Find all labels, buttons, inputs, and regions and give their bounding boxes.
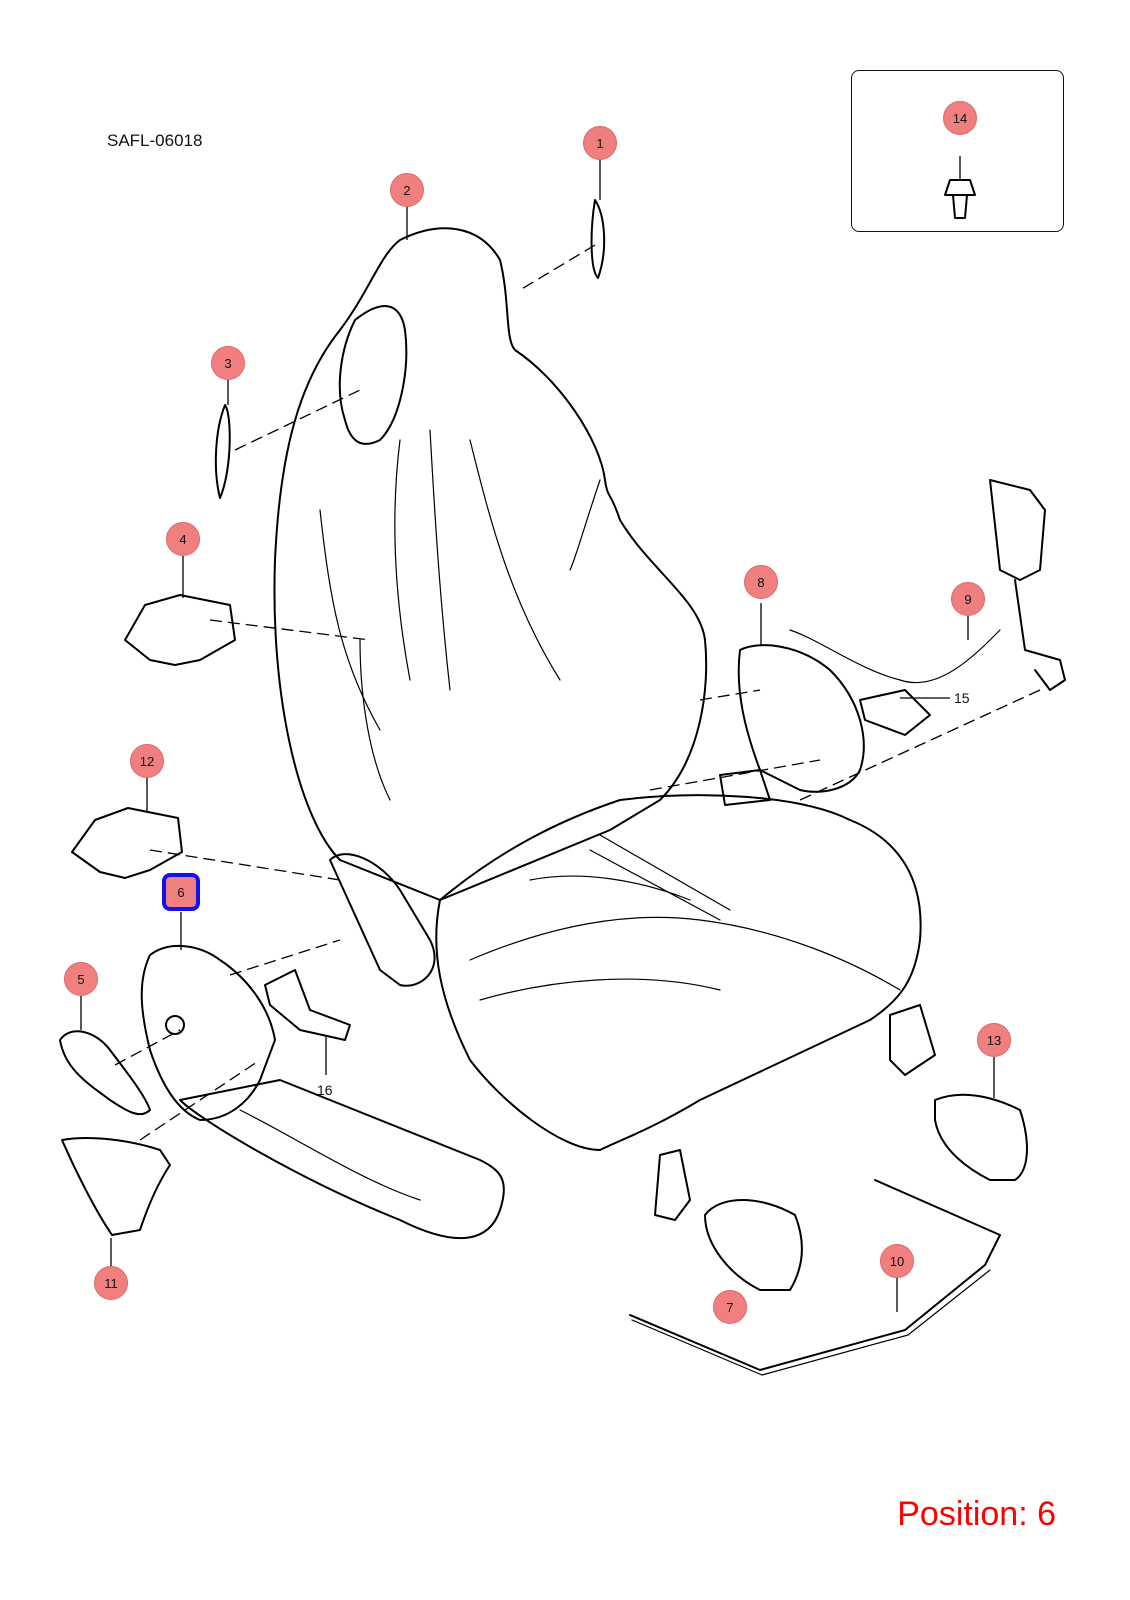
seat-side-frame [179, 853, 505, 1240]
callout-6-selected[interactable]: 6 [162, 873, 200, 911]
seat-mount-rear-right [889, 1004, 936, 1076]
label-16[interactable]: 16 [317, 1082, 333, 1098]
part-13-cover [934, 1093, 1028, 1181]
part-9-wire [789, 629, 1001, 684]
part-16-bracket [264, 969, 351, 1041]
part-15-plate [859, 689, 931, 736]
part-8-buckle [719, 769, 771, 806]
callout-10[interactable]: 10 [880, 1244, 914, 1278]
callout-3[interactable]: 3 [211, 346, 245, 380]
part-14-bolt [944, 179, 976, 219]
part-5-lever [59, 1030, 151, 1116]
leader-lines [80, 156, 995, 1312]
diagram-code: SAFL-06018 [107, 131, 203, 150]
part-7-cover [704, 1199, 803, 1291]
callout-4[interactable]: 4 [166, 522, 200, 556]
callout-14[interactable]: 14 [943, 101, 977, 135]
position-indicator: Position: 6 [897, 1495, 1056, 1533]
seat-mount-front-left [654, 1149, 691, 1221]
callout-11[interactable]: 11 [94, 1266, 128, 1300]
part-4-bracket [124, 594, 236, 666]
callout-8[interactable]: 8 [744, 565, 778, 599]
part-3-ring [214, 404, 231, 499]
part-6-side-shield [140, 944, 276, 1121]
part-11-cover [61, 1137, 171, 1236]
part-12-bracket [71, 807, 183, 879]
part-9-stem [1014, 579, 1066, 691]
part-1-guide [590, 199, 606, 279]
callout-1[interactable]: 1 [583, 126, 617, 160]
seat-back [273, 227, 708, 901]
linkage-lines [114, 244, 1041, 1141]
callout-9[interactable]: 9 [951, 582, 985, 616]
part-6-hub [165, 1015, 185, 1035]
seat-cushion [435, 794, 922, 1151]
part-9-buckle [989, 479, 1046, 581]
callout-5[interactable]: 5 [64, 962, 98, 996]
callout-12[interactable]: 12 [130, 744, 164, 778]
callout-13[interactable]: 13 [977, 1023, 1011, 1057]
callout-7[interactable]: 7 [713, 1290, 747, 1324]
part-8-shield [737, 644, 865, 793]
label-15[interactable]: 15 [954, 690, 970, 706]
callout-2[interactable]: 2 [390, 173, 424, 207]
hardware-inset-box [851, 70, 1064, 232]
part-10-rail [629, 1179, 1001, 1371]
